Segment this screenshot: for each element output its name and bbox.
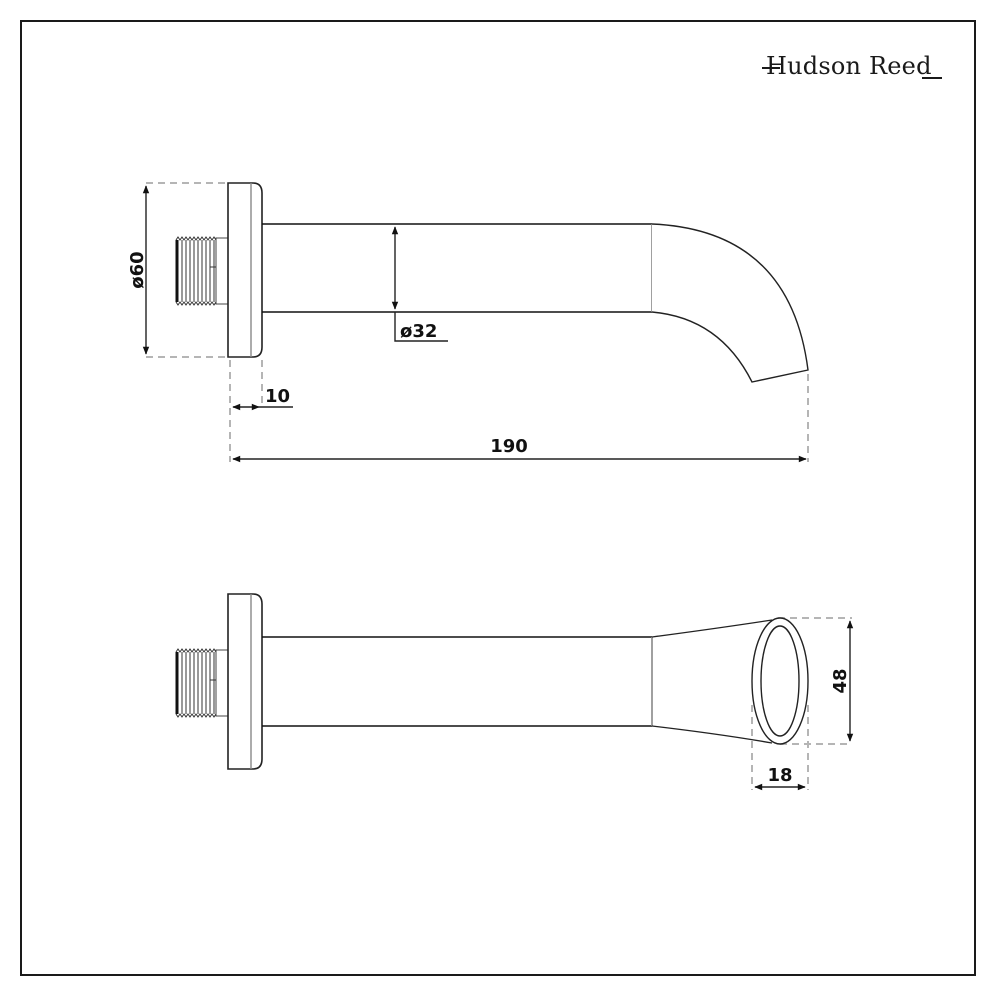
wall-flange-top: [227, 593, 263, 770]
thread-fitting-top: [175, 648, 229, 718]
dim-outlet-height: 48: [830, 620, 854, 742]
spout-pipe-top: [262, 617, 809, 745]
dim-overall-length: 190: [232, 436, 807, 463]
spout-pipe: [262, 223, 809, 383]
dim-flange-diameter: ø60: [127, 185, 150, 355]
logo-strike-mark: [762, 67, 780, 69]
brand-logo: Hudson Reed: [762, 52, 942, 80]
overall-length-label: 190: [490, 436, 528, 457]
outlet-height-label: 48: [830, 668, 851, 693]
logo-underline-mark: [921, 77, 942, 79]
dim-pipe-diameter: ø32: [391, 226, 448, 342]
thread-fitting: [175, 236, 229, 306]
flange-diameter-label: ø60: [127, 251, 148, 288]
side-view: ø60 ø32 10 190: [127, 182, 809, 463]
side-view-extension-lines: [146, 182, 809, 462]
drawing-border: [20, 20, 976, 976]
pipe-diameter-label: ø32: [400, 321, 437, 342]
dim-flange-thickness: 10: [232, 386, 293, 411]
outlet-inner-ellipse: [760, 625, 800, 737]
dim-outlet-depth: 18: [754, 765, 806, 791]
wall-flange: [227, 182, 263, 358]
flange-thickness-label: 10: [265, 386, 290, 407]
top-view-extension-lines: [751, 617, 852, 790]
outlet-depth-label: 18: [767, 765, 792, 786]
top-view: 48 18: [175, 593, 854, 791]
brand-name: Hudson Reed: [766, 52, 932, 80]
